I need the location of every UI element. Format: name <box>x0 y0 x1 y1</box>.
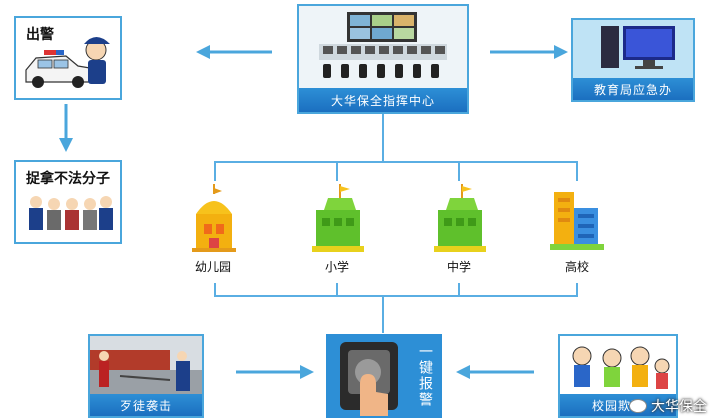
connector-vertical-bottom <box>382 295 384 333</box>
watermark: 大华保全 <box>629 396 707 416</box>
police-dispatch-label: 出警 <box>26 27 54 43</box>
attack-scene-icon <box>90 336 202 398</box>
command-center-label: 大华保全指挥中心 <box>299 88 467 112</box>
education-bureau-panel: 教育局应急办 <box>571 18 695 102</box>
middle-school-icon <box>434 184 486 252</box>
hand-press-icon <box>340 342 398 416</box>
command-center-panel: 大华保全指挥中心 <box>297 4 469 114</box>
arrow-down-icon <box>59 104 73 152</box>
school-label-middle: 中学 <box>446 260 471 274</box>
primary-school-icon <box>312 184 364 252</box>
school-label-kindergarten: 幼儿园 <box>194 260 231 274</box>
control-room-illustration <box>299 6 467 90</box>
connector-rise-1 <box>214 283 216 296</box>
education-bureau-label: 教育局应急办 <box>573 78 693 100</box>
arrest-scene-icon <box>29 196 113 230</box>
connector-drop-1 <box>214 161 216 181</box>
arrow-right-icon <box>490 45 568 59</box>
connector-drop-4 <box>576 161 578 181</box>
wechat-icon <box>629 399 647 413</box>
school-label-university: 高校 <box>564 260 589 274</box>
connector-drop-3 <box>458 161 460 181</box>
university-icon <box>550 192 604 250</box>
kindergarten-icon <box>192 184 236 252</box>
alarm-panel: 一键报警 <box>326 334 442 418</box>
connector-vertical-main <box>382 114 384 162</box>
arrest-label: 捉拿不法分子 <box>26 171 110 187</box>
bullying-panel: 校园欺凌 <box>558 334 678 418</box>
connector-rise-2 <box>336 283 338 296</box>
alarm-label: 一键报警 <box>417 344 433 408</box>
arrow-left-icon <box>196 45 272 59</box>
connector-drop-2 <box>336 161 338 181</box>
connector-rise-3 <box>458 283 460 296</box>
attack-label: 歹徒袭击 <box>90 394 202 416</box>
police-car-icon <box>25 37 110 88</box>
attack-panel: 歹徒袭击 <box>88 334 204 418</box>
police-dispatch-panel: 出警 <box>14 16 122 100</box>
connector-horizontal-bottom <box>214 295 578 297</box>
arrow-into-alarm-from-left-icon <box>236 365 314 379</box>
watermark-label: 大华保全 <box>651 399 707 415</box>
school-label-primary: 小学 <box>324 260 349 274</box>
connector-horizontal-top <box>214 161 578 163</box>
arrow-into-alarm-from-right-icon <box>456 365 534 379</box>
arrest-panel: 捉拿不法分子 <box>14 160 122 244</box>
computer-icon <box>573 20 693 80</box>
bullying-scene-icon <box>560 336 676 398</box>
connector-rise-4 <box>576 283 578 296</box>
